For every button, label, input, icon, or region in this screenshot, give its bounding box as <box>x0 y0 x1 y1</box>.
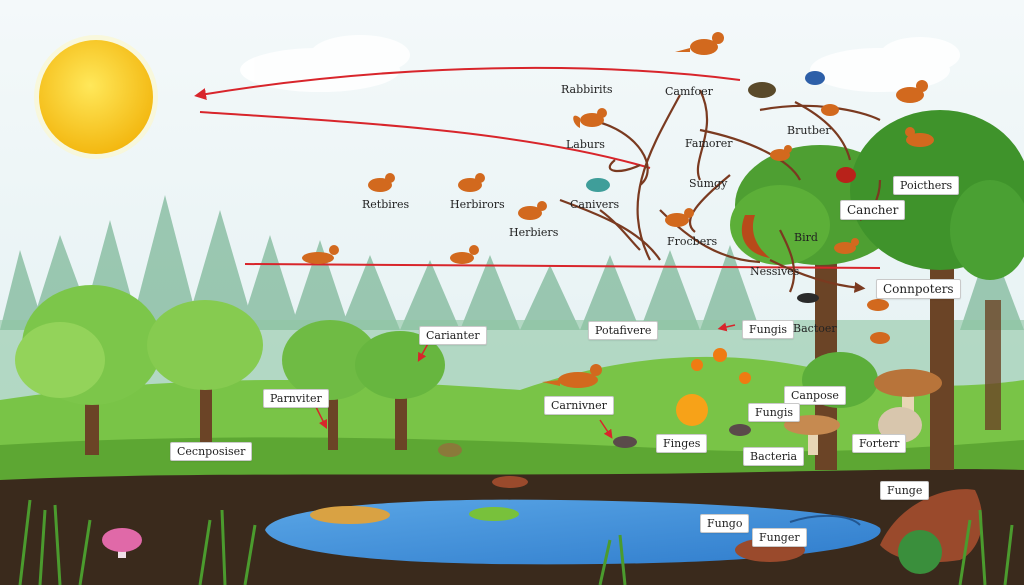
label-rabbits: Rabbirits <box>561 83 613 96</box>
squirrel-icon <box>573 108 607 128</box>
label-potafivere: Potafivere <box>588 321 659 340</box>
left-trees <box>15 285 445 455</box>
label-famorer: Famorer <box>685 137 733 150</box>
clouds <box>240 35 960 92</box>
label-poicthers: Poicthers <box>893 176 960 195</box>
bird-icon <box>613 436 637 448</box>
fox-icon <box>665 208 694 227</box>
rabbit-icon <box>458 173 485 192</box>
label-funge: Funge <box>880 481 930 500</box>
label-forterr: Forterr <box>852 434 907 453</box>
rabbit-icon <box>368 173 395 192</box>
label-parnviter: Parnviter <box>263 389 329 408</box>
label-fungo: Fungo <box>700 514 750 533</box>
label-cecnposiser: Cecnposiser <box>170 442 253 461</box>
label-fungis-2: Fungis <box>748 403 801 422</box>
label-nessives: Nessives <box>750 265 800 278</box>
beetle-icon <box>836 167 856 183</box>
fox-icon <box>542 364 602 388</box>
bird-icon <box>805 71 825 85</box>
bird-icon <box>905 127 934 147</box>
label-funger: Funger <box>752 528 807 547</box>
label-bird: Bird <box>794 231 818 244</box>
bird-icon <box>834 238 859 254</box>
label-herbiers: Herbiers <box>509 226 559 239</box>
eagle-icon <box>748 82 776 98</box>
label-cancher: Cancher <box>840 200 906 220</box>
energy-flow-arrows <box>194 66 881 269</box>
fox-icon <box>518 201 547 220</box>
label-frocbers: Frocbers <box>667 235 718 248</box>
label-laburs: Laburs <box>566 138 605 151</box>
fox-icon <box>675 32 724 55</box>
label-canpose: Canpose <box>784 386 846 405</box>
label-bactoer: Bactoer <box>793 322 837 335</box>
label-finges: Finges <box>656 434 708 453</box>
label-bacteria: Bacteria <box>743 447 805 466</box>
sun-icon <box>34 35 158 159</box>
rabbit-icon <box>450 245 479 264</box>
label-rebbires: Retbires <box>362 198 410 211</box>
bird-icon <box>821 104 839 116</box>
flowers <box>676 348 751 426</box>
label-carnivner: Carnivner <box>544 396 614 415</box>
bird-icon <box>729 424 751 436</box>
label-bruther: Brutber <box>787 124 831 137</box>
deer-icon <box>302 245 339 264</box>
label-sumgy: Sumgy <box>689 177 728 190</box>
bird-icon <box>586 178 610 192</box>
label-canivers: Canivers <box>570 198 620 211</box>
duck-icon <box>438 443 462 457</box>
bird-icon <box>797 293 819 303</box>
bird-icon <box>870 332 890 344</box>
animals <box>302 32 934 388</box>
fox-icon <box>896 80 928 103</box>
label-fungis: Fungis <box>742 320 795 339</box>
food-web-arrows <box>559 89 882 293</box>
bird-icon <box>867 299 889 311</box>
weasel-icon <box>741 215 770 258</box>
grass-tufts <box>18 499 1014 585</box>
label-carianter: Carianter <box>419 326 487 345</box>
label-connpoters: Connpoters <box>876 279 961 299</box>
label-camfoer: Camfoer <box>665 85 713 98</box>
bird-icon <box>770 145 792 161</box>
label-herbirors: Herbirors <box>450 198 505 211</box>
